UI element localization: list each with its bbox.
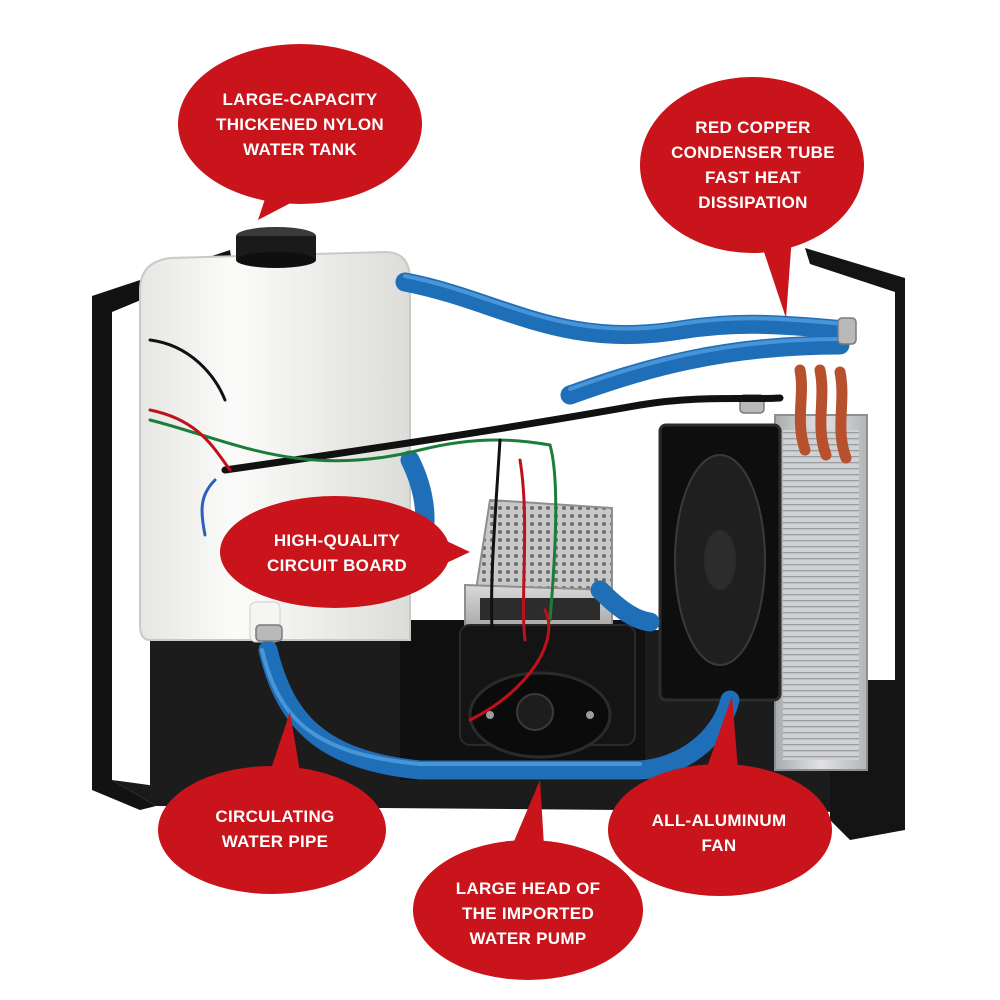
wire-green [148,418,558,622]
callout-bubble-water-pipe [158,712,386,894]
wire-blue [200,478,217,537]
callout-bubbles [158,44,864,980]
hose-top [395,272,855,345]
wiring [148,338,784,722]
circuit-board [464,498,613,630]
callout-bubble-aluminum-fan [608,696,832,896]
water-pump [459,624,636,759]
pump-screw-1 [486,711,494,719]
hose-bottom-loop [258,640,740,780]
wire-red [148,408,551,722]
fan-hub [704,530,736,590]
callout-bubble-condenser-tube [640,77,864,318]
chassis-right-side-panel [805,248,905,690]
tank-cap-base [236,252,316,268]
copper-tubes [794,364,852,464]
hose-pump-return [590,580,660,632]
cable-black-main [221,394,784,474]
callout-bubble-water-tank [178,44,422,220]
callout-bubble-water-pump [413,780,643,980]
hose-highlights [260,274,847,766]
aluminum-fan [658,423,782,702]
heatsink-fins [783,430,859,760]
chassis-left-side-panel [92,250,232,810]
pump-impeller-cap [516,693,554,731]
psu-terminal-strip [480,598,600,620]
callout-bubble-circuit-board [220,496,470,608]
condenser-heatsink [774,364,868,771]
hose-middle [560,335,850,405]
pump-screw-2 [586,711,594,719]
wire-black-1 [148,338,502,632]
